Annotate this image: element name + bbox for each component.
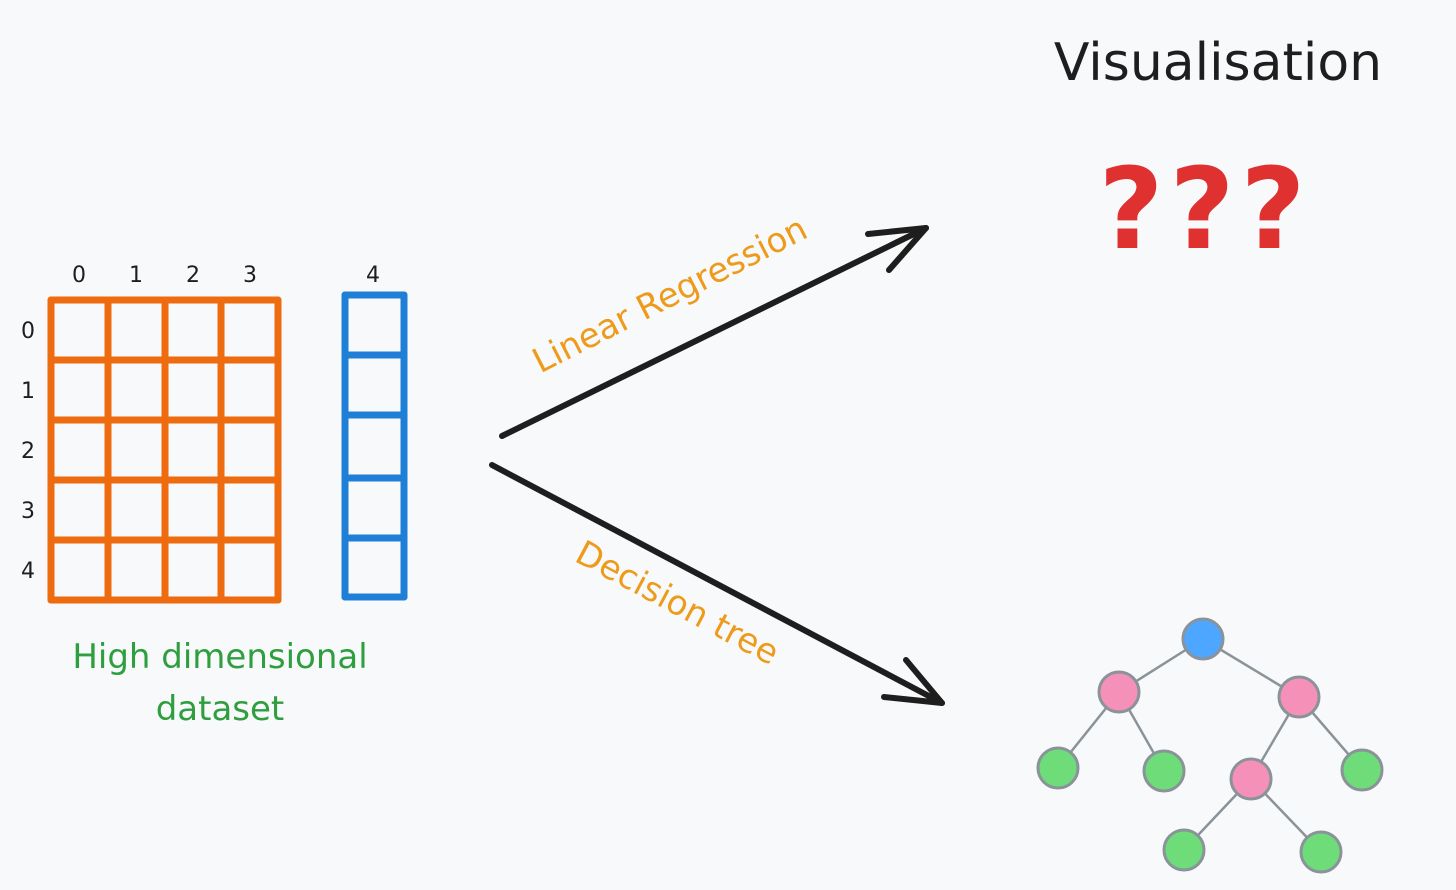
tree-internal-node: [1277, 675, 1321, 719]
tree-leaf-node: [1142, 749, 1186, 793]
lower-arrow-shaft: [489, 462, 945, 706]
feature-grid: [47, 296, 282, 604]
upper-arrow-shaft: [499, 225, 929, 439]
question-marks: ???: [1099, 145, 1312, 275]
tree-leaf-node: [1036, 746, 1080, 790]
dataset-label-line1: High dimensional: [72, 637, 367, 677]
row-label: 1: [21, 379, 35, 404]
row-label: 0: [21, 319, 35, 344]
title-visualisation: Visualisation: [1054, 33, 1382, 93]
row-label: 2: [21, 439, 35, 464]
column-label: 3: [243, 263, 257, 288]
column-label: 2: [186, 263, 200, 288]
column-labels: 0 1 2 3 4: [72, 263, 380, 288]
lower-arrow: [489, 462, 945, 706]
row-labels: 0 1 2 3 4: [21, 319, 35, 584]
tree-nodes: [1036, 617, 1384, 874]
dataset-label-line2: dataset: [156, 689, 285, 729]
tree-internal-node: [1229, 757, 1273, 801]
tree-leaf-node: [1340, 748, 1384, 792]
target-column: [341, 291, 408, 601]
tree-leaf-node: [1162, 828, 1206, 872]
tree-root-node: [1181, 617, 1225, 661]
column-label: 0: [72, 263, 86, 288]
row-label: 3: [21, 499, 35, 524]
upper-arrow-head: [865, 225, 929, 273]
row-label: 4: [21, 559, 35, 584]
tree-edges: [1057, 637, 1363, 853]
decision-tree-icon: [1036, 617, 1384, 874]
column-label: 1: [129, 263, 143, 288]
target-column-label: 4: [366, 263, 380, 288]
upper-arrow: [499, 225, 929, 439]
tree-leaf-node: [1299, 830, 1343, 874]
tree-internal-node: [1097, 670, 1141, 714]
lower-arrow-head: [881, 657, 945, 706]
